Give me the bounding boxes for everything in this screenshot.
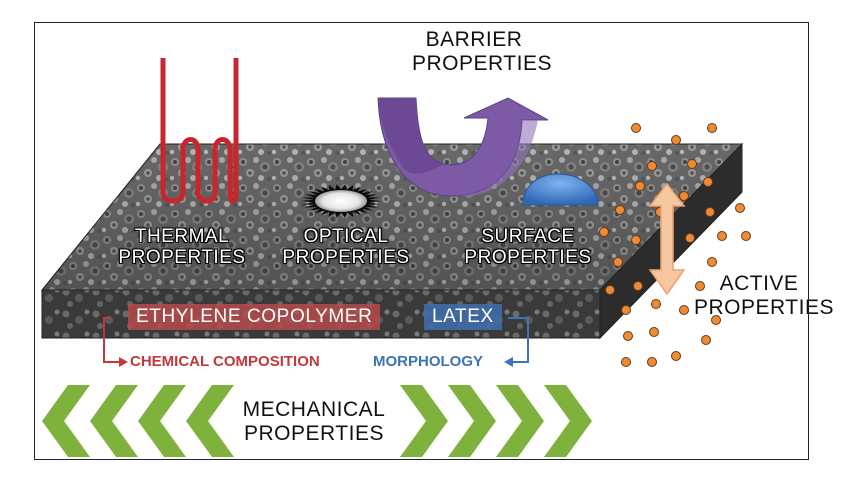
- active-label-line1: ACTIVE: [719, 272, 799, 295]
- particle: [631, 235, 641, 245]
- particle: [647, 357, 657, 367]
- thermal-wire-icon: [160, 58, 239, 204]
- optical-starburst-icon: [301, 184, 381, 218]
- chevron-icon: [544, 385, 592, 457]
- active-particles: [599, 123, 751, 367]
- particle: [717, 231, 727, 241]
- morphology-label: MORPHOLOGY: [373, 353, 484, 370]
- particle: [651, 299, 661, 309]
- particle: [621, 357, 631, 367]
- optical-label-line1: OPTICAL: [303, 226, 389, 247]
- barrier-arrow-icon: [377, 97, 549, 197]
- optical-label-line2: PROPERTIES: [282, 247, 410, 269]
- barrier-label-line2: PROPERTIES: [412, 51, 552, 75]
- particle: [631, 123, 641, 133]
- particle: [685, 233, 695, 243]
- ethylene-copolymer-tag: ETHYLENE COPOLYMER: [128, 304, 381, 330]
- particle: [615, 205, 625, 215]
- particle: [671, 135, 681, 145]
- barrier-label: BARRIER PROPERTIES: [412, 28, 552, 75]
- active-double-arrow-icon: [648, 182, 686, 296]
- particle: [599, 227, 609, 237]
- particle: [623, 331, 633, 341]
- surface-label: SURFACE PROPERTIES: [452, 226, 604, 269]
- chevron-icon: [496, 385, 544, 457]
- mechanical-label-line2: PROPERTIES: [244, 421, 384, 445]
- chemical-composition-label: CHEMICAL COMPOSITION: [130, 353, 320, 370]
- particle: [647, 161, 657, 171]
- mechanical-label: MECHANICAL PROPERTIES: [224, 398, 404, 445]
- particle: [635, 181, 645, 191]
- particle: [679, 305, 689, 315]
- chevron-icon: [186, 385, 234, 457]
- diagram-frame: [34, 22, 809, 460]
- particle: [671, 351, 681, 361]
- active-label: ACTIVE PROPERTIES: [694, 272, 834, 319]
- chevron-icon: [90, 385, 138, 457]
- particle: [741, 231, 751, 241]
- particle: [695, 281, 705, 291]
- surface-label-line2: PROPERTIES: [464, 247, 592, 269]
- chevron-icon: [42, 385, 90, 457]
- particle: [613, 257, 623, 267]
- chevron-icon: [448, 385, 496, 457]
- particle: [705, 207, 715, 217]
- particle: [707, 123, 717, 133]
- particle: [679, 191, 689, 201]
- particle: [621, 305, 631, 315]
- active-label-line2: PROPERTIES: [694, 295, 834, 319]
- particle: [605, 285, 615, 295]
- thermal-label: THERMAL PROPERTIES: [106, 226, 258, 269]
- morphology-connector: [508, 317, 529, 363]
- thermal-label-line1: THERMAL: [134, 226, 230, 247]
- latex-tag: LATEX: [424, 304, 502, 330]
- particle: [711, 315, 721, 325]
- particle: [649, 327, 659, 337]
- surface-droplet-icon: [522, 173, 599, 206]
- chemical-connector: [103, 317, 120, 363]
- particle: [687, 159, 697, 169]
- particle: [701, 335, 711, 345]
- particle: [633, 281, 643, 291]
- particle: [735, 203, 745, 213]
- chevron-icon: [138, 385, 186, 457]
- particle: [707, 257, 717, 267]
- particle: [703, 177, 713, 187]
- thermal-label-line2: PROPERTIES: [118, 247, 246, 269]
- mechanical-chevrons: [42, 385, 592, 457]
- surface-label-line1: SURFACE: [481, 226, 575, 247]
- barrier-label-line1: BARRIER: [425, 28, 523, 51]
- mechanical-label-line1: MECHANICAL: [242, 398, 386, 421]
- chevron-icon: [400, 385, 448, 457]
- optical-label: OPTICAL PROPERTIES: [270, 226, 422, 269]
